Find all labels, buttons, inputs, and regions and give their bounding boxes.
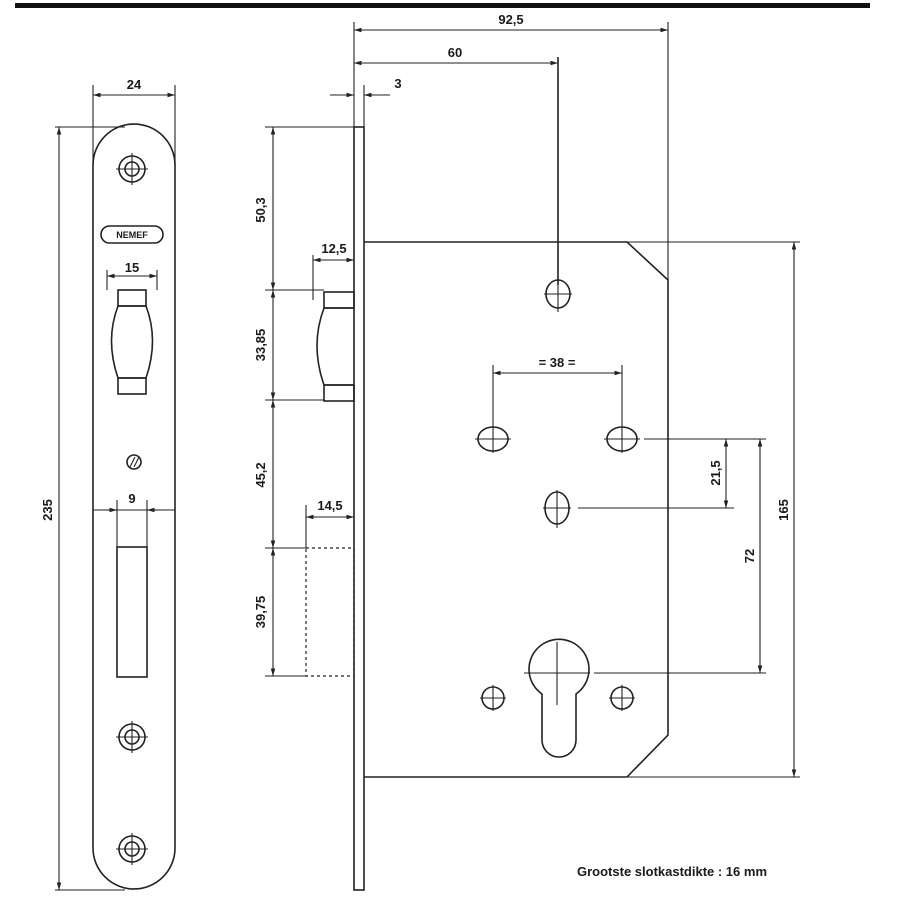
fixing-hole-icon <box>475 425 511 453</box>
screw-hole-icon <box>116 721 148 753</box>
latch-side <box>316 291 355 402</box>
screw-hole-icon <box>116 833 148 865</box>
faceplate-front-view: NEMEF 15 9 24 235 <box>40 77 176 891</box>
fixing-hole-icon <box>604 425 640 453</box>
dim-top-to-latch: 50,3 <box>253 197 268 222</box>
brand-label: NEMEF <box>116 230 148 240</box>
follower-hole-icon <box>544 278 572 312</box>
dim-latch-width: 15 <box>125 260 139 275</box>
dim-case-height: 165 <box>776 499 791 521</box>
dim-spindle-spacing: = 38 = <box>539 355 576 370</box>
faceplate-outline <box>92 123 176 890</box>
dim-faceplate-length: 235 <box>40 499 55 521</box>
dim-faceplate-width: 24 <box>127 77 142 92</box>
spindle-hole-icon <box>543 490 571 528</box>
latch-front <box>110 289 154 395</box>
dim-bolt-height: 39,75 <box>253 596 268 629</box>
faceplate-edge <box>353 126 365 891</box>
deadbolt-side-retracted <box>305 547 355 677</box>
case-thickness-caption: Grootste slotkastdikte : 16 mm <box>577 864 767 879</box>
dim-latch-to-bolt: 45,2 <box>253 462 268 487</box>
dim-bolt-projection: 14,5 <box>317 498 342 513</box>
brand-badge <box>100 225 164 244</box>
screw-hole-icon <box>116 153 148 185</box>
fixing-hole-icon <box>480 685 506 711</box>
dim-backset: 60 <box>448 45 462 60</box>
cylinder-cutout <box>528 638 590 758</box>
lock-side-view: 92,5 60 3 12,5 14,5 50,3 33,85 <box>253 12 800 891</box>
dim-backset-total: 92,5 <box>498 12 523 27</box>
dim-latch-projection: 12,5 <box>321 241 346 256</box>
dim-follower-offset: 21,5 <box>708 460 723 485</box>
dim-latch-height: 33,85 <box>253 329 268 362</box>
fixing-hole-icon <box>609 685 635 711</box>
dim-faceplate-thickness: 3 <box>394 76 401 91</box>
deadbolt-front <box>116 546 148 678</box>
fixing-screw-icon <box>126 454 142 470</box>
dim-deadbolt-width: 9 <box>128 491 135 506</box>
top-border-bar <box>15 3 870 8</box>
dim-centre-distance: 72 <box>742 549 757 563</box>
